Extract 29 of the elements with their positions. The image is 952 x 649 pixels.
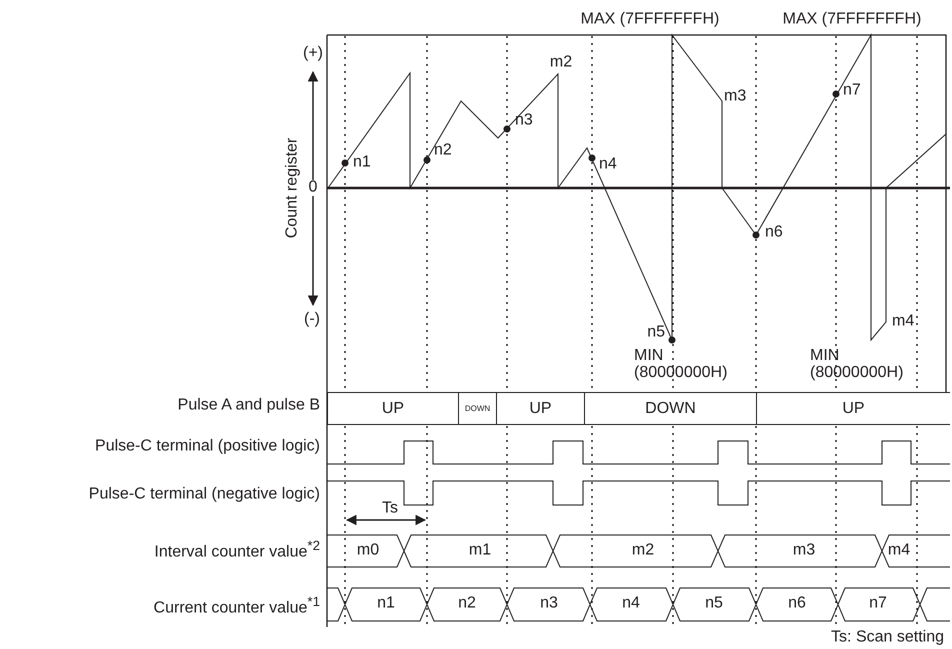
value-label: n6	[765, 224, 783, 242]
row-label: Pulse A and pulse B	[178, 398, 320, 414]
row-label: Pulse-C terminal (positive logic)	[95, 438, 320, 456]
direction-cell: UP	[327, 392, 458, 425]
row-label: Interval counter value$^{*2}$	[154, 538, 320, 562]
value-label: MIN (80000000H)	[634, 348, 728, 382]
direction-cell: UP	[496, 392, 584, 425]
value-label: 0	[308, 180, 318, 196]
value-label: n5	[647, 324, 665, 342]
value-label: Ts: Scan setting	[831, 630, 944, 646]
value-label: n2	[434, 142, 452, 160]
value-label: m3	[724, 88, 746, 106]
value-label: Ts	[382, 500, 398, 518]
direction-cell: DOWN	[458, 392, 496, 425]
value-label: MAX (7FFFFFFFH)	[580, 12, 720, 28]
value-label: n3	[515, 112, 533, 130]
value-label: m2	[550, 54, 572, 72]
direction-cell: DOWN	[584, 392, 756, 425]
row-label: Current counter value$^{*1}$	[154, 594, 320, 618]
value-label: m4	[892, 314, 914, 330]
value-label: MAX (7FFFFFFFH)	[782, 12, 922, 28]
value-label: n7	[843, 82, 861, 100]
row-label: Pulse-C terminal (negative logic)	[88, 486, 320, 504]
value-label: (+)	[303, 46, 323, 62]
value-label: (-)	[304, 312, 320, 328]
value-label: MIN (80000000H)	[810, 348, 904, 382]
direction-cell: UP	[756, 392, 950, 425]
value-label: n1	[353, 154, 371, 172]
value-label: n4	[599, 156, 617, 174]
